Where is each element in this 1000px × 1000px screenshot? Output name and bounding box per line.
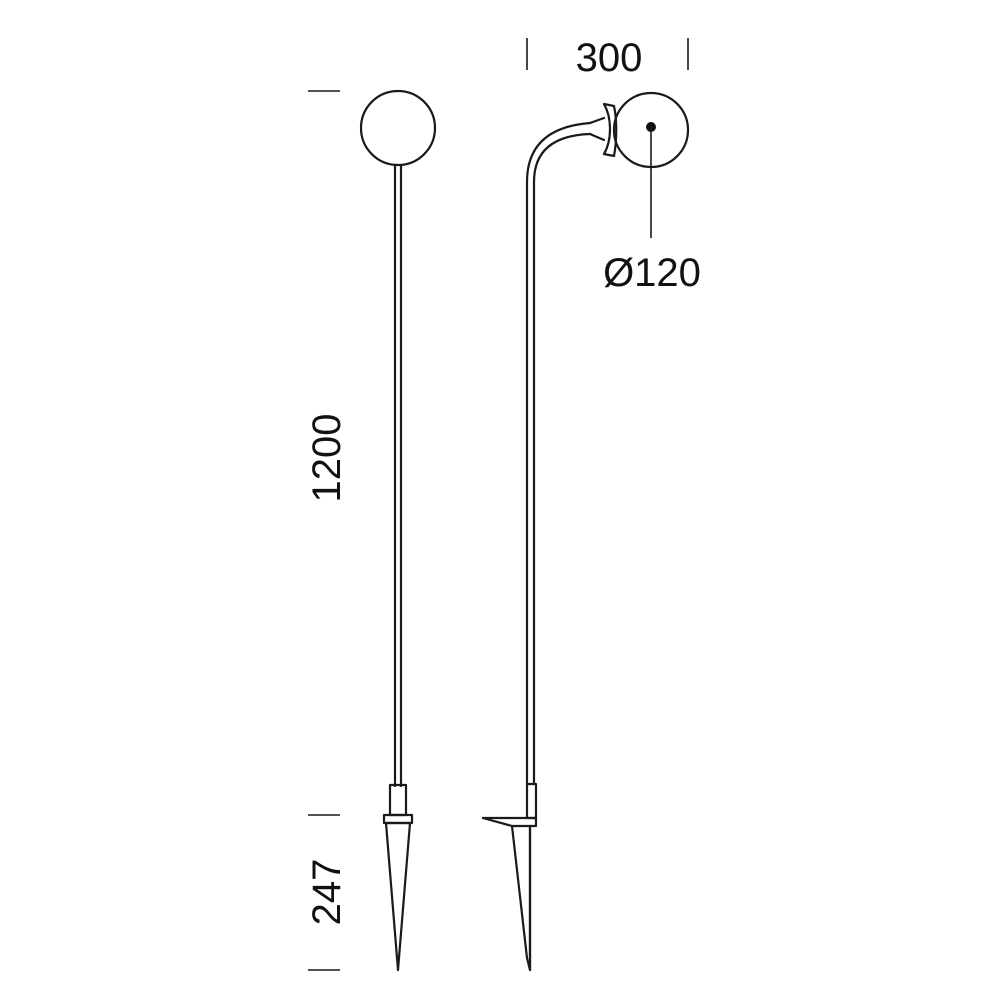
width-arm-label: 300 (576, 36, 643, 80)
front-sleeve (388, 783, 408, 817)
side-arm-outer (525, 121, 592, 786)
dimension-width-arm: 300 (526, 36, 689, 80)
side-globe-holder-neck (588, 116, 606, 142)
dimension-diameter: Ø120 (603, 127, 701, 295)
side-sleeve (525, 782, 538, 820)
side-spike-blade (481, 816, 532, 972)
side-arm-inner (532, 132, 592, 786)
side-spike-plate (481, 816, 538, 828)
diameter-label: Ø120 (603, 251, 701, 295)
side-view (481, 91, 690, 972)
height-spike-label: 247 (305, 859, 349, 926)
front-spike (384, 821, 412, 972)
side-globe-holder (602, 102, 618, 158)
front-globe (359, 89, 437, 167)
front-view (359, 89, 437, 972)
front-collar (382, 813, 414, 825)
dimension-height-main: 1200 (305, 90, 349, 816)
height-main-label: 1200 (305, 414, 349, 503)
dimension-height-spike: 247 (305, 859, 349, 971)
